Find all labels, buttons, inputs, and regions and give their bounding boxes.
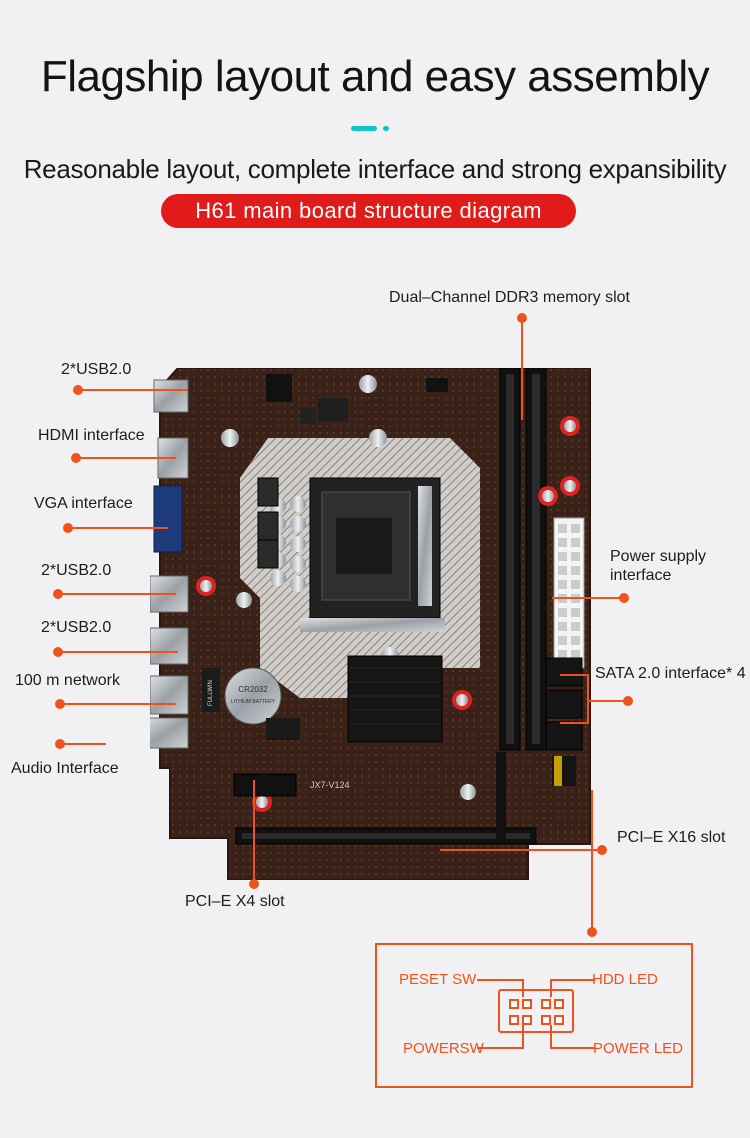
- model-code: JX7-V124: [310, 780, 350, 790]
- pin-header-outline: [498, 989, 574, 1033]
- label-power-led: POWER LED: [593, 1040, 684, 1057]
- accent-dash: [351, 126, 377, 131]
- label-usb-mid: 2*USB2.0: [41, 562, 112, 579]
- label-power-line-1: Power supply: [610, 548, 707, 565]
- label-hdmi: HDMI interface: [38, 427, 145, 444]
- label-reset-sw: PESET SW: [399, 971, 477, 988]
- cmos-battery: [224, 667, 282, 725]
- label-vga: VGA interface: [34, 495, 133, 512]
- pcie-x4-slot: [233, 773, 297, 797]
- sata-ports: [545, 657, 583, 751]
- accent-dot: [383, 126, 389, 131]
- label-usb-low: 2*USB2.0: [41, 619, 112, 636]
- battery-sublabel: LITHIUM BATTERY: [231, 699, 276, 705]
- diagram-badge: H61 main board structure diagram: [161, 194, 576, 228]
- label-pcie16: PCI–E X16 slot: [617, 829, 726, 846]
- label-sata: SATA 2.0 interface* 4: [595, 665, 746, 682]
- label-memory: Dual–Channel DDR3 memory slot: [389, 289, 630, 306]
- label-pcie4: PCI–E X4 slot: [185, 893, 285, 910]
- motherboard-illustration: CR2032 LITHIUM BATTERY FULLWIN JX7-V124: [150, 368, 598, 880]
- label-power-sw: POWERSW: [403, 1040, 484, 1057]
- label-network: 100 m network: [15, 672, 120, 689]
- label-usb-top: 2*USB2.0: [61, 361, 132, 378]
- page-headline: Flagship layout and easy assembly: [40, 52, 710, 101]
- label-audio: Audio Interface: [11, 760, 119, 777]
- choke-label: FULLWIN: [208, 680, 214, 706]
- label-hdd-led: HDD LED: [592, 971, 658, 988]
- front-panel-detail-box: PESET SW HDD LED POWERSW POWER LED: [375, 943, 693, 1088]
- battery-label: CR2032: [238, 685, 268, 694]
- chipset-heatsink: [347, 655, 443, 743]
- label-power-line-2: interface: [610, 567, 672, 584]
- page-subtitle: Reasonable layout, complete interface an…: [23, 154, 727, 184]
